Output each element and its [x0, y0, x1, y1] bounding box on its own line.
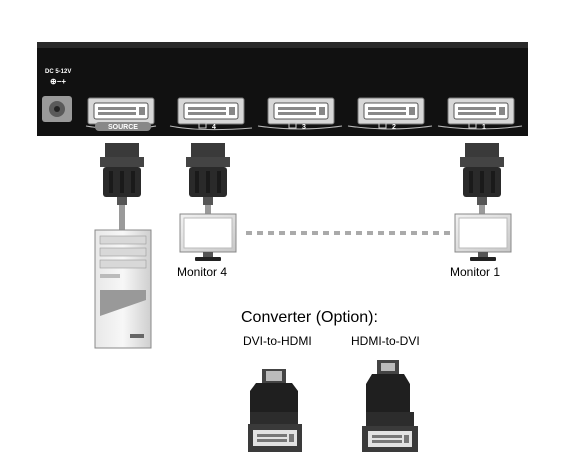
port-source-label: SOURCE [108, 124, 138, 131]
dvi-to-hdmi-label: DVI-to-HDMI [243, 334, 312, 348]
dvi-plug-monitor-4 [186, 143, 230, 205]
power-symbol: ⊕−+ [50, 77, 66, 86]
port-2-label: 2 [392, 124, 396, 131]
monitor-4-display [179, 213, 237, 262]
dvi-plug-monitor-1 [460, 143, 504, 205]
cables [119, 205, 485, 233]
converter-heading: Converter (Option): [241, 309, 378, 326]
port-1 [447, 97, 515, 125]
monitor-1-display [454, 213, 512, 262]
computer-tower [94, 229, 152, 349]
monitor-icon [198, 122, 477, 129]
port-3-label: 3 [302, 124, 306, 131]
splitter-device: DC 5-12V ⊕−+ SOURCE 4 3 2 1 [37, 42, 528, 136]
port-3 [267, 97, 335, 125]
monitor-4-label: Monitor 4 [177, 265, 227, 279]
port-4 [177, 97, 245, 125]
power-label: DC 5-12V [45, 69, 71, 75]
port-1-label: 1 [482, 124, 486, 131]
port-2 [357, 97, 425, 125]
port-source [87, 97, 155, 125]
dvi-plug-source [100, 143, 144, 205]
port-4-label: 4 [212, 124, 216, 131]
dvi-to-hdmi-adapter [248, 369, 302, 452]
monitor-1-label: Monitor 1 [450, 265, 500, 279]
power-jack [42, 96, 72, 122]
hdmi-to-dvi-adapter [362, 360, 418, 452]
hdmi-to-dvi-label: HDMI-to-DVI [351, 334, 420, 348]
